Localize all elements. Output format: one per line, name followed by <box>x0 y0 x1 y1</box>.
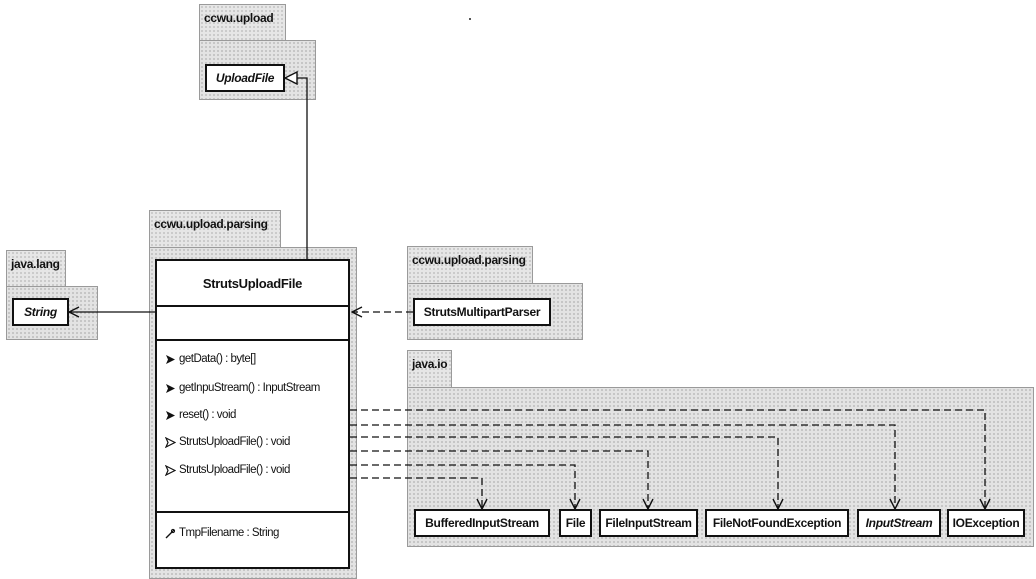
operation-label: StrutsUploadFile() : void <box>179 436 290 448</box>
class-name: FileInputStream <box>605 516 692 530</box>
package-name: ccwu.upload.parsing <box>412 253 526 267</box>
class-name: FileNotFoundException <box>712 516 842 530</box>
class-name: StrutsMultipartParser <box>423 305 541 319</box>
package-tab-ccwu-upload-parsing-right: ccwu.upload.parsing <box>407 246 533 284</box>
class-input-stream[interactable]: InputStream <box>857 509 941 537</box>
operation-label: StrutsUploadFile() : void <box>179 464 290 476</box>
stray-dot <box>469 18 471 20</box>
class-file-input-stream[interactable]: FileInputStream <box>599 509 698 537</box>
dependency-line-filenotfound <box>350 436 778 509</box>
class-name: String <box>24 305 57 319</box>
package-name: java.io <box>412 357 448 371</box>
operation-label: getData() : byte[] <box>179 353 256 365</box>
class-file[interactable]: File <box>559 509 592 537</box>
empty-compartment <box>157 305 348 341</box>
package-method-icon <box>165 464 176 476</box>
public-method-icon <box>166 354 175 364</box>
operation-item[interactable]: StrutsUploadFile() : void <box>165 436 290 448</box>
class-name: StrutsUploadFile <box>202 275 303 291</box>
operation-item[interactable]: getInpuStream() : InputStream <box>165 382 320 394</box>
package-tab-ccwu-upload-parsing: ccwu.upload.parsing <box>149 210 281 248</box>
dependency-line-ioexception <box>350 409 985 509</box>
operation-label: getInpuStream() : InputStream <box>179 382 320 394</box>
class-name: File <box>565 516 586 530</box>
attributes-compartment: TmpFilename : String <box>157 511 348 567</box>
class-name: IOException <box>952 516 1020 530</box>
private-attribute-icon <box>165 528 176 538</box>
realization-line <box>285 78 308 259</box>
package-tab-java-io: java.io <box>407 350 452 388</box>
class-struts-multipart-parser[interactable]: StrutsMultipartParser <box>413 298 551 326</box>
class-name: UploadFile <box>215 71 275 85</box>
class-file-not-found-exception[interactable]: FileNotFoundException <box>705 509 849 537</box>
class-name: BufferedInputStream <box>425 516 539 530</box>
operation-item[interactable]: getData() : byte[] <box>165 353 256 365</box>
name-compartment: StrutsUploadFile <box>157 261 348 307</box>
dependency-line-fileinputstream <box>350 450 648 509</box>
package-method-icon <box>165 436 176 448</box>
package-tab-ccwu-upload: ccwu.upload <box>199 4 286 41</box>
operation-label: reset() : void <box>179 409 236 421</box>
operations-compartment: getData() : byte[] getInpuStream() : Inp… <box>157 339 348 513</box>
class-struts-upload-file[interactable]: StrutsUploadFile getData() : byte[] getI… <box>155 259 350 569</box>
dependency-line-file <box>350 464 575 509</box>
package-name: java.lang <box>11 257 60 271</box>
attribute-item[interactable]: TmpFilename : String <box>165 527 279 539</box>
class-string[interactable]: String <box>12 298 69 326</box>
dependency-line-bufferedinputstream <box>350 477 482 509</box>
class-buffered-input-stream[interactable]: BufferedInputStream <box>414 509 550 537</box>
class-io-exception[interactable]: IOException <box>947 509 1025 537</box>
operation-item[interactable]: reset() : void <box>165 409 236 421</box>
class-upload-file[interactable]: UploadFile <box>205 64 285 92</box>
package-name: ccwu.upload.parsing <box>154 217 268 231</box>
class-name: InputStream <box>865 516 933 530</box>
dependency-line-inputstream <box>350 424 895 509</box>
public-method-icon <box>166 410 175 420</box>
package-name: ccwu.upload <box>204 11 274 25</box>
package-tab-java-lang: java.lang <box>6 250 66 287</box>
public-method-icon <box>166 383 175 393</box>
attribute-label: TmpFilename : String <box>179 527 279 539</box>
operation-item[interactable]: StrutsUploadFile() : void <box>165 464 290 476</box>
